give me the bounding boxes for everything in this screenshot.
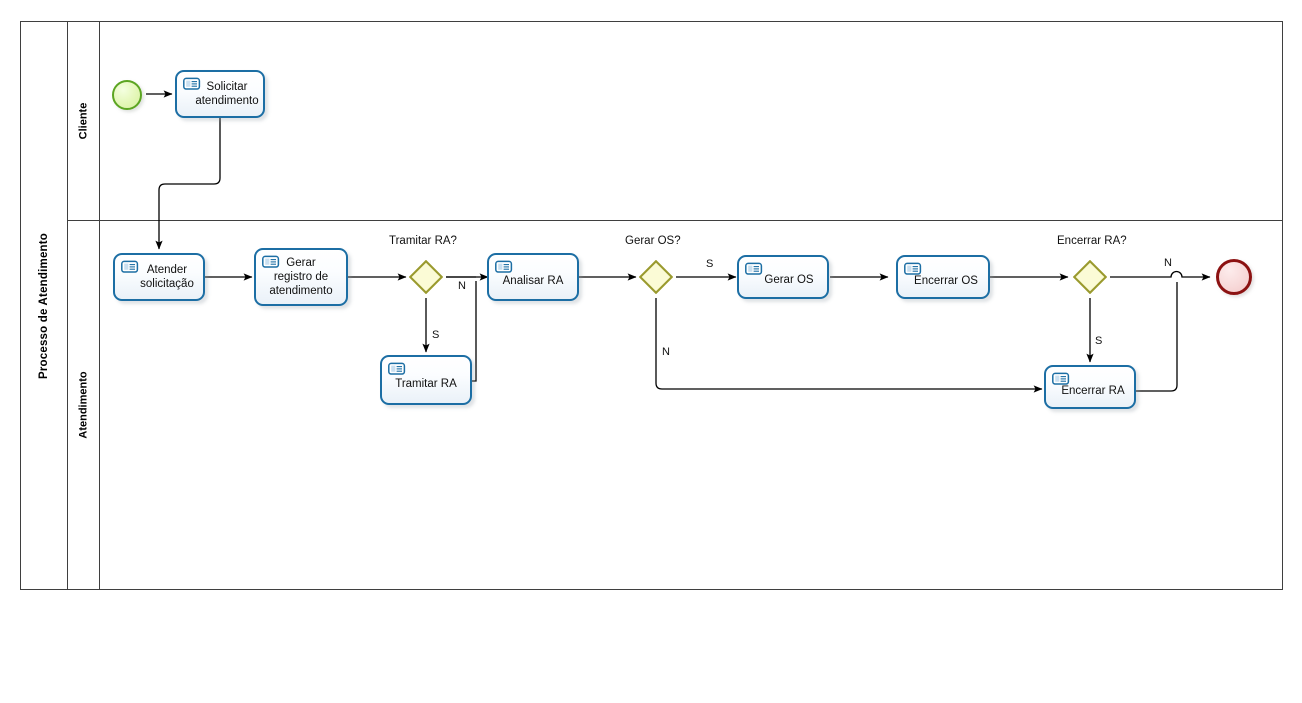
task-label: Gerar registro de atendimento [269,257,333,297]
task-gerar-os[interactable]: Gerar OS [737,255,829,299]
task-label: Tramitar RA [395,378,457,390]
manual-task-icon [904,262,922,275]
diamond-icon [408,259,444,295]
diamond-icon [1072,259,1108,295]
gateway-encerrar-ra[interactable] [1072,259,1108,295]
task-label: Encerrar RA [1061,385,1125,397]
task-label: Atender solicitação [140,264,194,290]
flow-label-gerar-os-n: N [662,346,670,358]
flow-solicitar-to-atender [155,118,221,250]
gateway-gerar-os[interactable] [638,259,674,295]
task-solicitar-atendimento[interactable]: Solicitar atendimento [175,70,265,118]
task-gerar-registro[interactable]: Gerar registro de atendimento [254,248,348,306]
lane-header-atendimento: Atendimento [68,220,100,590]
gateway-label-gerar-os: Gerar OS? [625,235,681,247]
flow-gerar-os-gw-n-to-encerrar-ra [655,298,1043,393]
task-label: Solicitar atendimento [195,81,259,107]
manual-task-icon [121,260,139,273]
manual-task-icon [1052,372,1070,385]
start-event[interactable] [112,80,142,110]
pool-label-column [20,21,68,590]
end-event[interactable] [1216,259,1252,295]
manual-task-icon [388,362,406,375]
task-tramitar-ra[interactable]: Tramitar RA [380,355,472,405]
manual-task-icon [495,260,513,273]
flow-label-tramitar-s: S [432,329,440,341]
gateway-label-encerrar-ra: Encerrar RA? [1057,235,1127,247]
task-atender-solicitacao[interactable]: Atender solicitação [113,253,205,301]
flow-label-encerrar-ra-n: N [1164,257,1172,269]
lane-header-cliente: Cliente [68,21,100,220]
gateway-tramitar-ra[interactable] [408,259,444,295]
flow-label-tramitar-n: N [458,280,466,292]
manual-task-icon [745,262,763,275]
manual-task-icon [262,255,280,268]
task-encerrar-os[interactable]: Encerrar OS [896,255,990,299]
task-analisar-ra[interactable]: Analisar RA [487,253,579,301]
flow-encerrar-ra-back-to-end [1136,282,1178,392]
task-encerrar-ra[interactable]: Encerrar RA [1044,365,1136,409]
diamond-icon [638,259,674,295]
task-label: Analisar RA [502,275,564,287]
flow-encerrar-ra-gw-n-to-end [1110,270,1211,281]
flow-tramitar-ra-back-to-analisar [472,281,477,382]
gateway-label-tramitar-ra: Tramitar RA? [389,235,457,247]
task-label: Encerrar OS [914,275,978,287]
flow-label-gerar-os-s: S [706,258,714,270]
flow-label-encerrar-ra-s: S [1095,335,1103,347]
lane-divider [68,220,1283,221]
task-label: Gerar OS [764,274,814,286]
manual-task-icon [183,77,201,90]
